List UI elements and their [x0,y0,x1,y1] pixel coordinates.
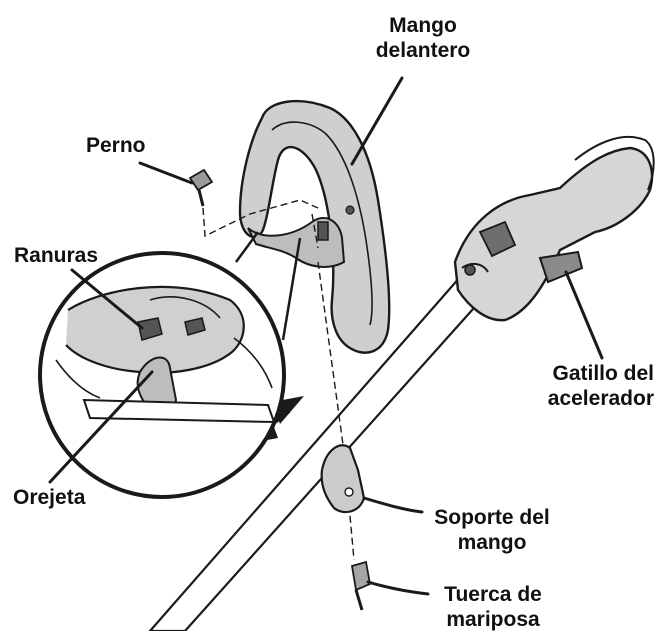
detail-magnifier [38,251,286,499]
handle-bracket-part [320,444,366,514]
throttle-trigger-line1: Gatillo del [552,362,654,385]
handle-bracket-line2: mango [457,531,527,554]
bolt-part [188,168,214,207]
wing-nut-line2: mariposa [446,608,540,631]
front-handle-line2: delantero [375,39,471,62]
label-bolt: Perno [86,134,146,157]
wing-nut-part [350,560,372,611]
magnifier-connectors [234,231,302,341]
throttle-trigger-part [538,250,584,284]
label-slots: Ranuras [14,244,99,267]
label-handle-bracket: Soporte del mango [422,505,562,555]
trimmer-body [453,135,655,322]
label-wing-nut: Tuerca de mariposa [428,582,558,631]
label-front-handle: Mango delantero [368,13,478,63]
wing-nut-line1: Tuerca de [444,583,542,606]
handle-bracket-line1: Soporte del [434,506,550,529]
front-handle-line1: Mango [389,14,457,37]
leader-lines [48,76,604,596]
label-throttle-trigger: Gatillo del acelerador [518,361,654,411]
throttle-trigger-line2: acelerador [547,387,654,410]
label-tab: Orejeta [13,486,86,509]
